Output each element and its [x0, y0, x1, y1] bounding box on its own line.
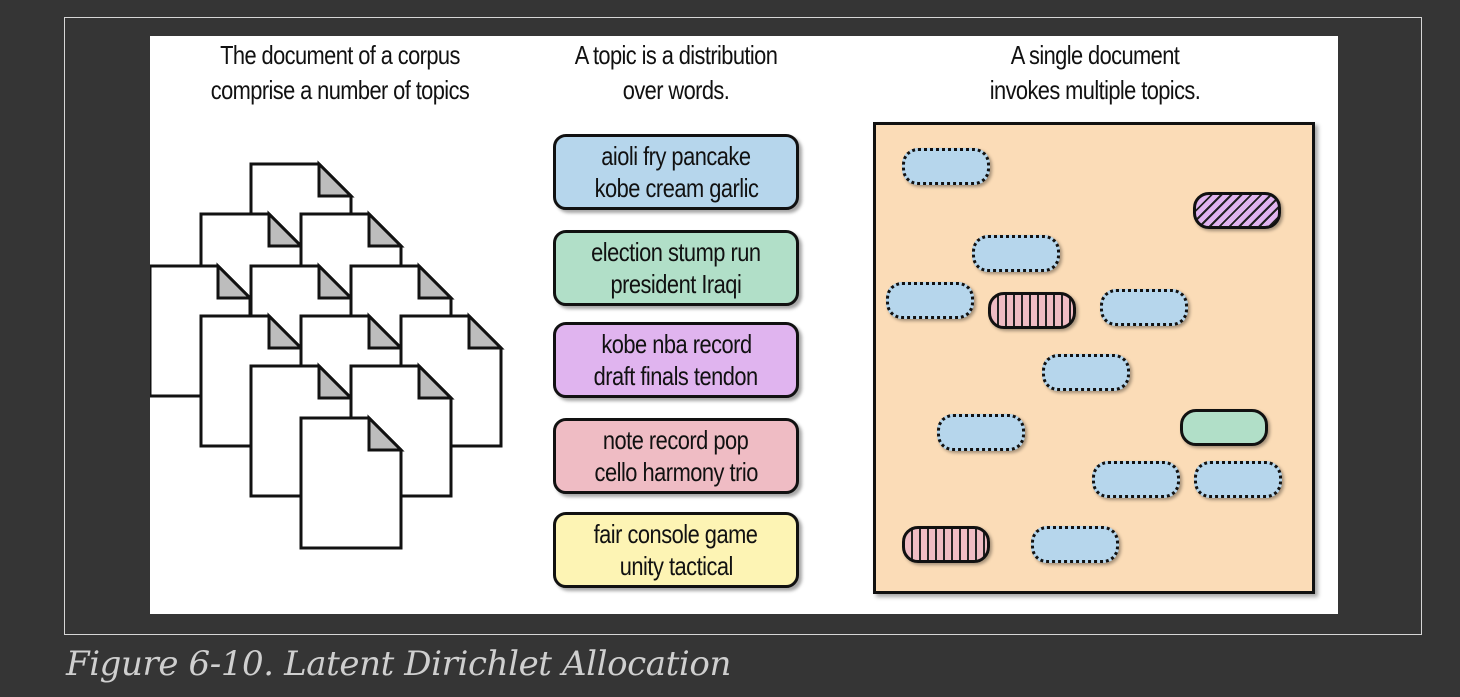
single-document [873, 122, 1315, 594]
topic-food: aioli fry pancake kobe cream garlic [553, 134, 799, 210]
figure-caption: Figure 6-10. Latent Dirichlet Allocation [66, 644, 731, 684]
word-topic-food [937, 414, 1025, 451]
topic-politics-line1: election stump run [591, 237, 761, 267]
topic-music-line2: cello harmony trio [594, 457, 758, 487]
topic-politics: election stump run president Iraqi [553, 230, 799, 306]
word-topic-sports [1193, 192, 1281, 229]
word-topic-music [902, 526, 990, 563]
topic-column-title: A topic is a distribution over words. [574, 40, 778, 105]
topic-food-line2: kobe cream garlic [594, 173, 758, 203]
single-document-column-title: A single document invokes multiple topic… [989, 40, 1201, 105]
topic-sports-line1: kobe nba record [600, 329, 752, 359]
word-topic-food [1194, 461, 1282, 498]
topic-gaming-line1: fair console game [594, 519, 758, 549]
word-topic-food [902, 148, 990, 185]
word-topic-food [1100, 289, 1188, 326]
lda-figure: The document of a corpus comprise a numb… [150, 36, 1338, 614]
document-icon [299, 414, 405, 550]
word-topic-music [988, 292, 1076, 329]
figure-frame [64, 17, 1422, 635]
topic-sports: kobe nba record draft finals tendon [553, 322, 799, 398]
topic-sports-line2: draft finals tendon [593, 361, 759, 391]
word-topic-food [886, 282, 974, 319]
topic-music: note record pop cello harmony trio [553, 418, 799, 494]
topic-music-line1: note record pop [603, 425, 749, 455]
word-topic-food [1092, 461, 1180, 498]
word-topic-food [972, 235, 1060, 272]
topic-food-line1: aioli fry pancake [601, 141, 751, 171]
topic-gaming-line2: unity tactical [619, 551, 733, 581]
topic-gaming: fair console game unity tactical [553, 512, 799, 588]
word-topic-food [1031, 526, 1119, 563]
topic-politics-line2: president Iraqi [610, 269, 742, 299]
corpus-documents-stack [150, 160, 505, 550]
word-topic-food [1042, 354, 1130, 391]
corpus-column-title: The document of a corpus comprise a numb… [210, 40, 470, 105]
word-topic-politics [1180, 409, 1268, 446]
